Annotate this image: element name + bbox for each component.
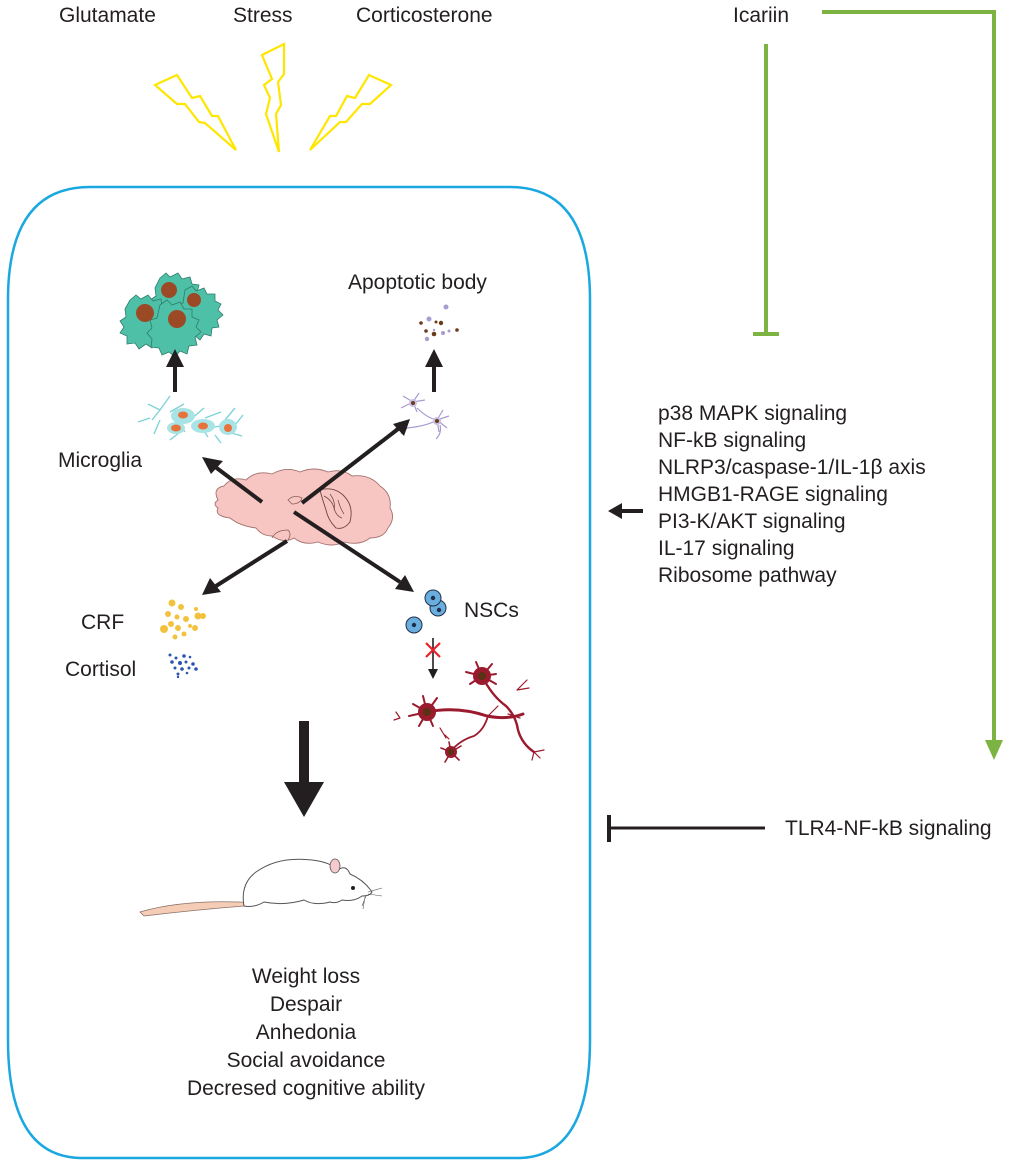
arrowhead-nscs-icon [395,575,414,592]
nscs-icon [405,589,447,634]
apoptotic-body-label: Apoptotic body [348,271,487,294]
neuron-icon [394,392,450,440]
nscs-label: NSCs [464,599,519,622]
lightning-bolt-icon-right [309,73,393,151]
resting-microglia-icon [137,395,244,444]
arrow-apoptosis [425,349,443,392]
trigger-corticosterone-label: Corticosterone [356,4,493,27]
inhibition-cross-icon [425,642,441,658]
mature-neurons-icon [393,661,545,763]
cortisol-label: Cortisol [65,658,137,681]
crf-label: CRF [81,611,125,634]
rat-brain-icon [214,468,393,546]
pathway-item: IL-17 signaling [658,537,795,560]
arrowhead-crf-icon [202,578,221,595]
outcome-item: Weight loss [251,965,361,988]
outcome-item: Decresed cognitive ability [186,1077,426,1100]
tlr4-pathway-label: TLR4-NF-kB signaling [785,817,992,840]
outcome-item: Despair [269,993,343,1016]
outcome-item: Anhedonia [255,1021,357,1044]
pathway-item: NF-kB signaling [658,429,807,452]
lightning-bolt-icon-left [152,73,237,151]
pathway-item: Ribosome pathway [658,564,837,587]
icariin-activate-line [822,10,996,745]
apoptotic-body-icon [419,304,459,342]
microglia-label: Microglia [58,449,143,472]
arrow-pathways-to-cell [608,503,643,519]
outcome-list: Weight loss Despair Anhedonia Social avo… [150,963,462,1103]
lightning-bolt-icons [152,42,393,153]
arrow-to-nscs [292,510,402,584]
lightning-bolt-icon-center [260,42,286,153]
trigger-glutamate-label: Glutamate [59,4,156,27]
trigger-stress-label: Stress [233,4,293,27]
pathway-item: HMGB1-RAGE signaling [658,483,888,506]
mouse-icon [139,858,383,917]
brain-arrows [212,427,402,588]
pathway-item: NLRP3/caspase-1/IL-1β axis [658,456,926,479]
arrow-to-microglia [212,464,264,504]
pathway-item: p38 MAPK signaling [658,402,848,425]
drug-icariin-label: Icariin [733,4,790,27]
pathway-list: p38 MAPK signaling NF-kB signaling NLRP3… [658,400,926,589]
arrowhead-neurons-icon [393,419,410,436]
tlr4-inhibit-connector [607,815,765,842]
cortisol-icon [168,653,198,679]
cell-frame [6,185,592,1160]
icariin-connectors [753,10,996,745]
arrowhead-microglia-icon [202,457,223,474]
activated-microglia-icon [119,272,224,358]
arrow-behavioral-outcome [284,721,324,817]
arrow-differentiation-blocked [428,638,438,679]
arrow-microglia-activation [166,349,184,392]
crf-icon [160,599,206,640]
outcome-item: Social avoidance [226,1049,386,1072]
arrow-to-crf [214,539,289,588]
pathway-item: PI3-K/AKT signaling [658,510,846,533]
icariin-arrowhead-icon [985,740,1003,760]
arrow-to-neurons [300,427,400,505]
